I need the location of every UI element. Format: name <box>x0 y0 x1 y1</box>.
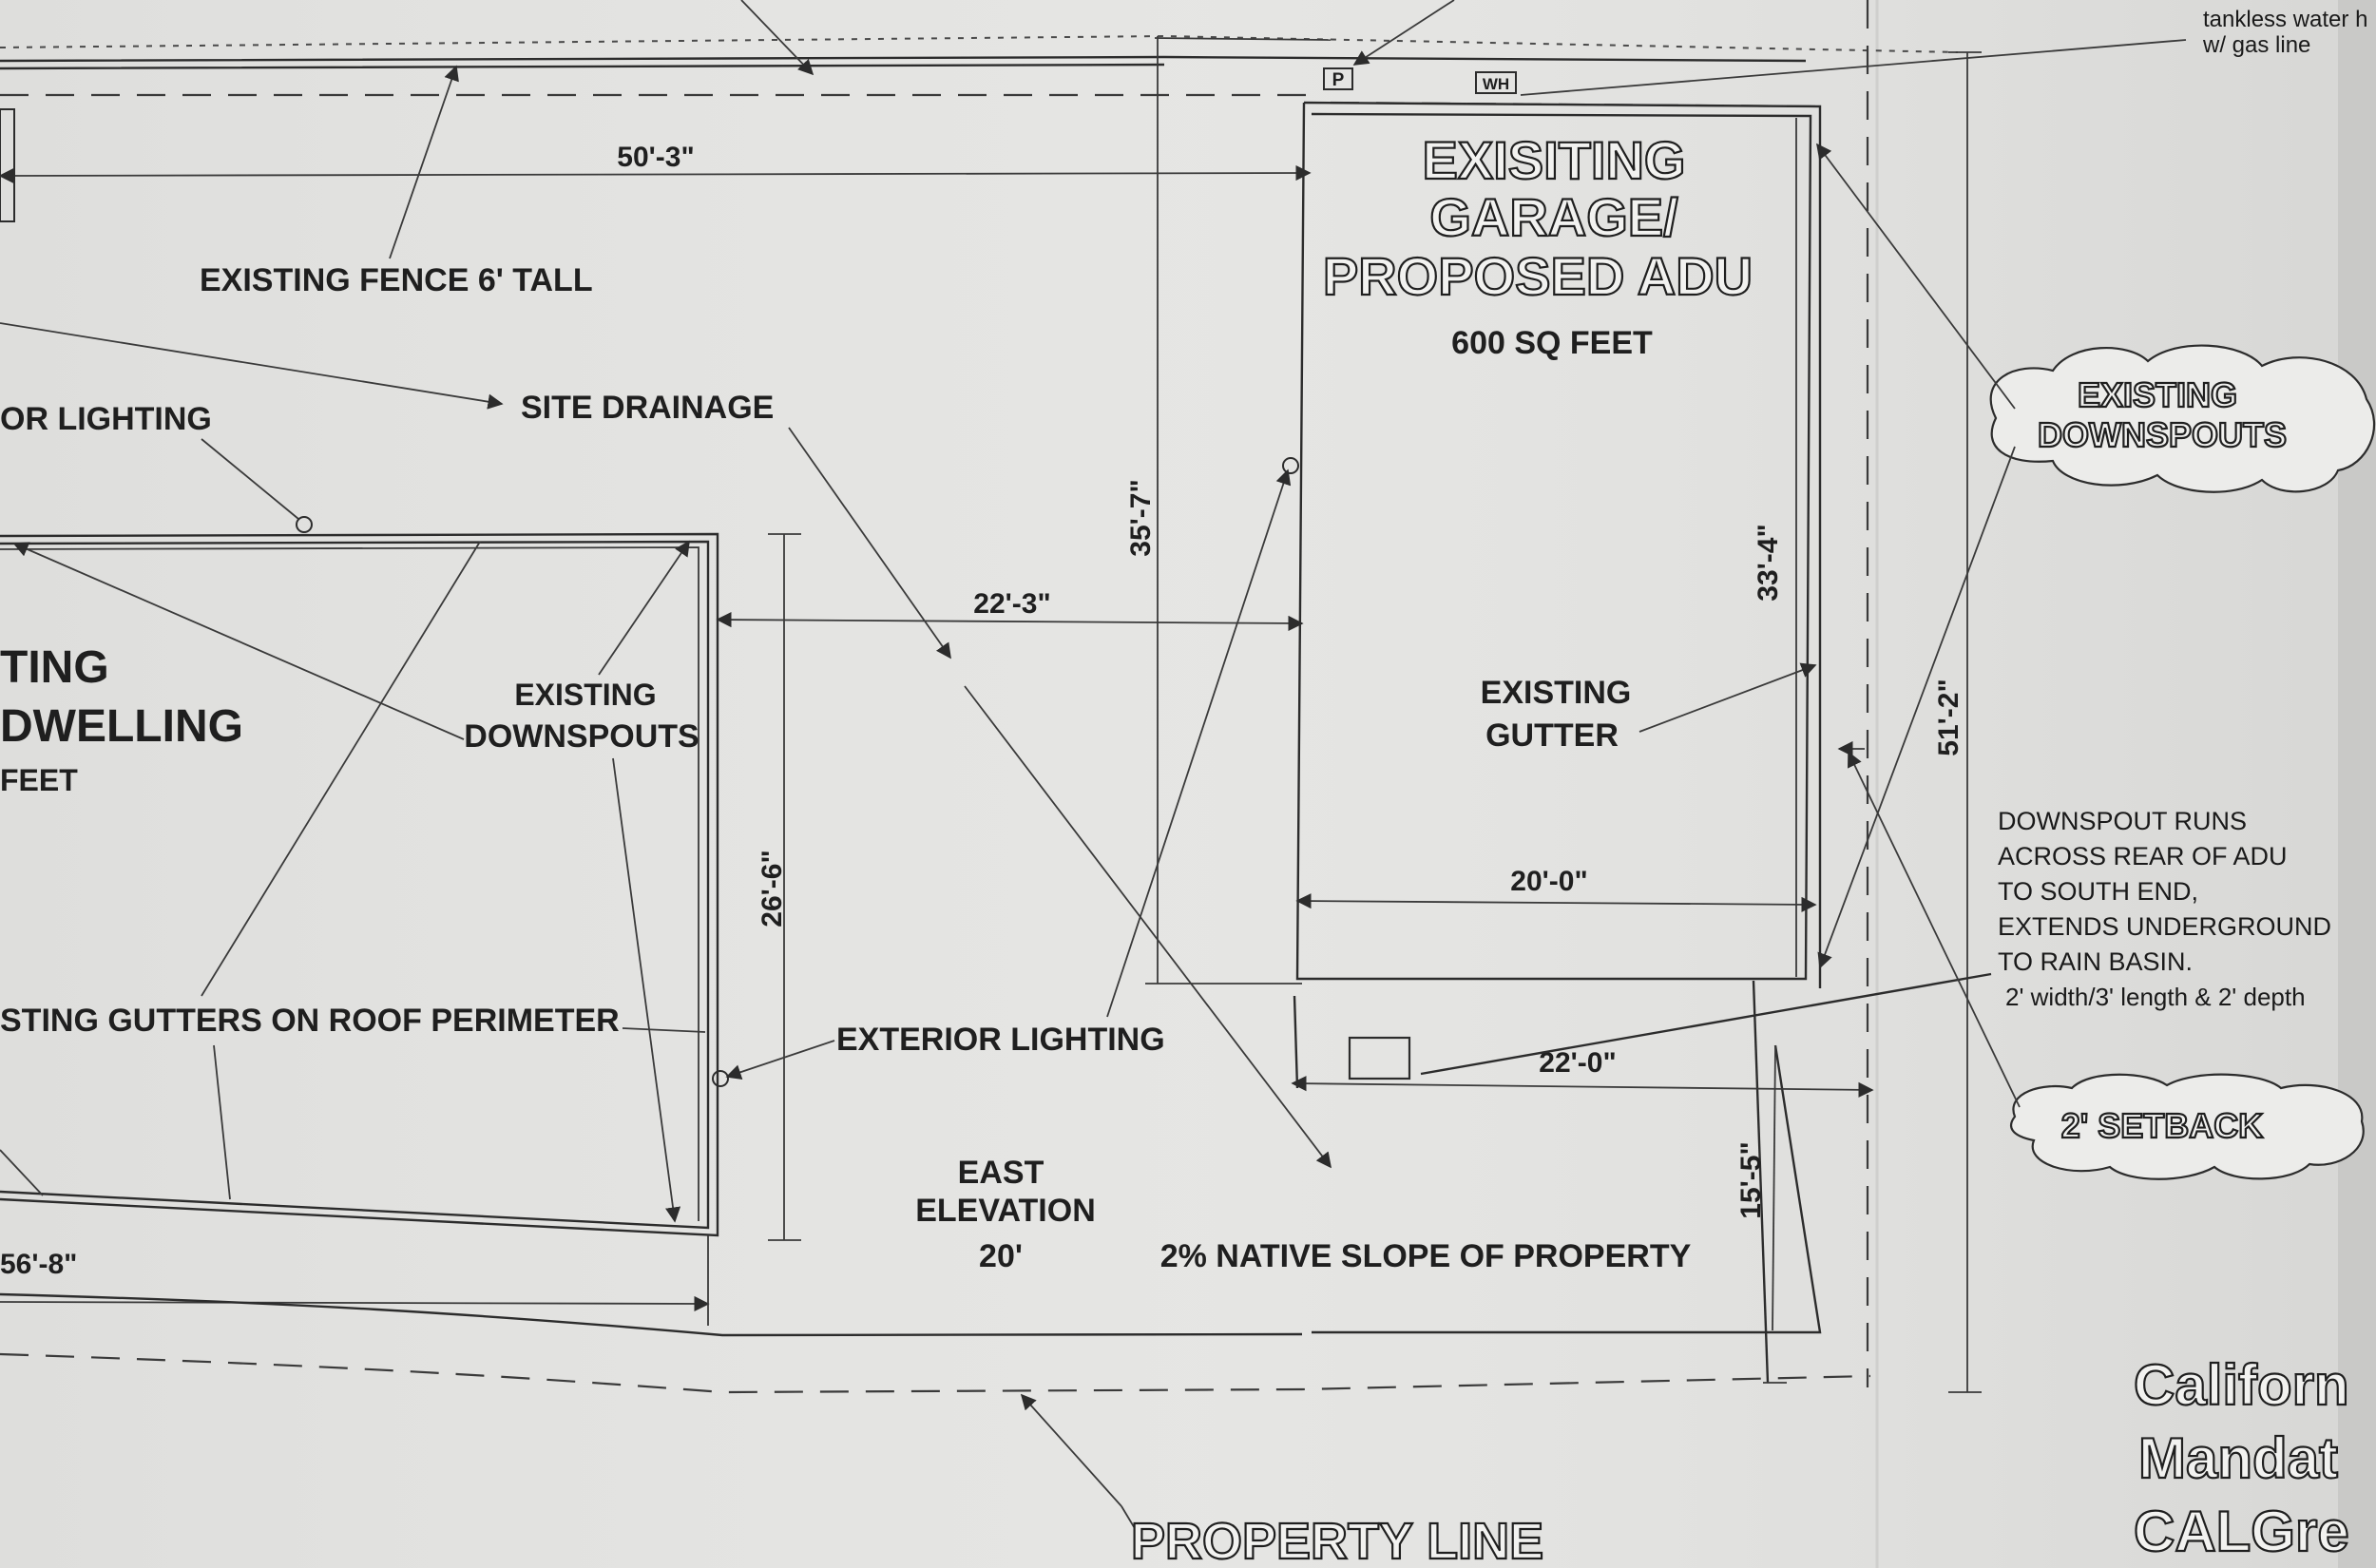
leader-top-mid <box>1352 0 1455 66</box>
exterior-lighting-label: EXTERIOR LIGHTING <box>836 1022 1165 1058</box>
leader-exterior-lighting-left <box>725 1040 835 1080</box>
p-tag-box <box>1323 67 1353 90</box>
wh-tag-box <box>1475 71 1517 94</box>
dwelling-label-3: FEET <box>0 763 78 797</box>
note-line-4: EXTENDS UNDERGROUND <box>1998 912 2331 941</box>
dim-22-3: 22'-3" <box>973 588 1050 620</box>
leader-site-drainage-left <box>0 322 504 410</box>
dim-56-8: 56'-8" <box>0 1249 77 1280</box>
native-slope-label: 2% NATIVE SLOPE OF PROPERTY <box>1160 1238 1692 1274</box>
slope-arrow <box>964 685 1332 1169</box>
apron-left <box>1293 995 1299 1089</box>
light-fixture-east <box>712 1070 729 1087</box>
east-elevation-label-3: 20' <box>979 1238 1023 1274</box>
cloud-downspouts-label-1: EXISTING <box>2078 375 2237 414</box>
dim-26-6: 26'-6" <box>757 850 788 927</box>
wh-tag: WH <box>1483 75 1509 93</box>
gutters-perimeter-label: STING GUTTERS ON ROOF PERIMETER <box>0 1003 620 1039</box>
cal-stamp-line-1: Californ <box>2134 1353 2349 1417</box>
note-line-6: 2' width/3' length & 2' depth <box>2005 983 2306 1011</box>
p-tag: P <box>1332 70 1345 90</box>
paper-edge <box>2338 0 2376 1568</box>
walk-line <box>0 1292 1303 1337</box>
apron-outline <box>1312 1044 1822 1334</box>
dim-35-7: 35'-7" <box>1125 479 1157 556</box>
dim-15-5-ext-left <box>1752 980 1770 1384</box>
leader-property-line <box>1020 1393 1122 1507</box>
left-edge-box <box>0 108 15 222</box>
leader-gutters-east <box>622 1027 706 1033</box>
dim-50-3: 50'-3" <box>617 142 694 173</box>
lighting-top-label: OR LIGHTING <box>0 401 212 437</box>
garage-label-3: PROPOSED ADU <box>1323 246 1753 306</box>
leader-gutters-north <box>201 541 481 997</box>
leader-gutters-south <box>213 1044 231 1200</box>
garage-label-1: EXISITING <box>1423 130 1686 190</box>
leader-downspout-ne <box>598 540 690 676</box>
leader-property-line-kink <box>1121 1505 1137 1531</box>
downspouts-house-label-1: EXISTING <box>514 678 656 712</box>
dim-22-0: 22'-0" <box>1539 1047 1616 1079</box>
dim-20-0: 20'-0" <box>1510 866 1587 897</box>
leader-water-heater <box>1520 39 2187 96</box>
cloud-downspouts <box>1989 344 2376 493</box>
downspouts-house-label-2: DOWNSPOUTS <box>464 718 699 755</box>
leader-top-left <box>740 0 814 76</box>
property-line-south <box>0 1352 1871 1394</box>
leader-lighting-top <box>201 438 299 520</box>
existing-dwelling <box>0 532 719 1237</box>
leader-gutters-sw <box>0 1149 44 1196</box>
leader-gutter <box>1638 662 1817 733</box>
cloud-setback-label: 2' SETBACK <box>2061 1106 2264 1145</box>
gutter-label-1: EXISTING <box>1481 675 1632 711</box>
cloud-setback <box>2010 1073 2365 1180</box>
leader-note-rain-basin <box>1420 972 1992 1076</box>
leader-setback <box>1848 751 2021 1108</box>
cloud-downspouts-label-2: DOWNSPOUTS <box>2038 415 2287 454</box>
garage-area: 600 SQ FEET <box>1451 325 1653 361</box>
fence-label: EXISTING FENCE 6' TALL <box>200 262 593 298</box>
dim-22-3-line <box>716 611 1304 632</box>
note-line-5: TO RAIN BASIN. <box>1998 947 2193 976</box>
dim-22-0-line <box>1291 1076 1874 1098</box>
east-elevation-label-1: EAST <box>958 1155 1044 1191</box>
dim-33-4: 33'-4" <box>1753 524 1784 601</box>
water-heater-line-1: tankless water h <box>2203 7 2367 32</box>
leader-cloud-downspouts-top <box>1816 143 2016 410</box>
light-fixture-top <box>296 516 313 533</box>
east-elevation-label-2: ELEVATION <box>915 1193 1096 1229</box>
leader-fence <box>389 65 459 259</box>
dim-51-2: 51'-2" <box>1933 679 1964 755</box>
water-heater-line-2: w/ gas line <box>2202 32 2310 58</box>
cal-stamp-line-3: CALGre <box>2134 1500 2349 1563</box>
property-line-label: PROPERTY LINE <box>1131 1513 1543 1568</box>
gutter-label-2: GUTTER <box>1485 717 1619 754</box>
dim-50-3-line <box>0 164 1312 184</box>
note-line-3: TO SOUTH END, <box>1998 877 2198 906</box>
dwelling-label-2: DWELLING <box>0 701 243 752</box>
leader-downspout-nw <box>12 542 465 740</box>
leader-cloud-downspouts-bottom <box>1817 446 2016 969</box>
dim-20-0-line <box>1295 893 1817 912</box>
dim-56-8-line <box>0 1295 710 1312</box>
leader-downspout-se <box>612 757 681 1223</box>
leader-exterior-lighting-garage <box>1106 468 1292 1018</box>
dim-35-7-top-ext <box>1154 37 1332 41</box>
garage-adu-building <box>1295 101 1822 988</box>
garage-label-2: GARAGE/ <box>1429 187 1678 247</box>
light-fixture-garage <box>1282 457 1299 474</box>
cal-stamp-line-2: Mandat <box>2138 1426 2338 1490</box>
dim-15-5: 15'-5" <box>1735 1141 1767 1218</box>
note-line-1: DOWNSPOUT RUNS <box>1998 807 2247 835</box>
site-drainage-label: SITE DRAINAGE <box>521 390 774 426</box>
dwelling-label-1: TING <box>0 642 109 693</box>
note-line-2: ACROSS REAR OF ADU <box>1998 842 2288 870</box>
